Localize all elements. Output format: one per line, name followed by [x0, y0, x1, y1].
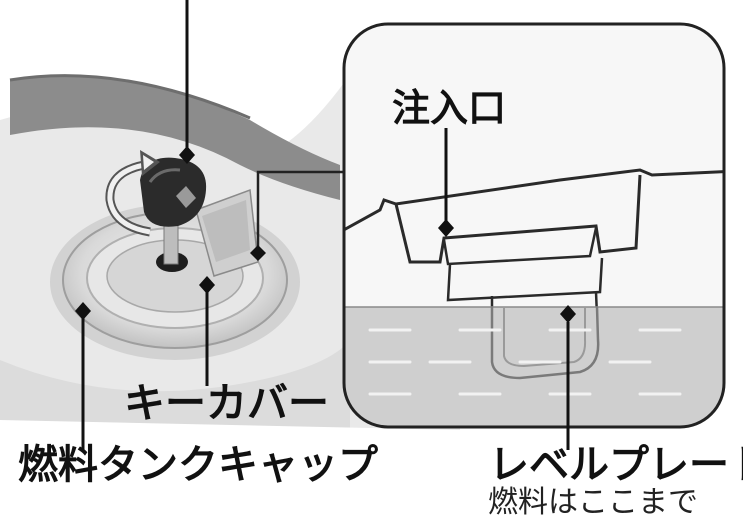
leader-level-plate [560, 305, 576, 450]
level-plate-label: レベルプレート [489, 442, 743, 488]
key-cover-label: キーカバー [124, 379, 329, 427]
rotation-arrow-icon [105, 150, 160, 237]
connector-marker [250, 245, 266, 261]
key-cover-shape [195, 188, 259, 277]
leader-key-top [179, 0, 195, 164]
leader-key-cover [199, 276, 215, 386]
leader-filler-inlet [438, 128, 454, 237]
ignition-key-shape [140, 157, 207, 265]
fuel-tank-cap-label: 燃料タンクキャップ [18, 442, 378, 488]
level-plate-note: 燃料はここまで [488, 485, 698, 520]
filler-inlet-label: 注入口 [392, 86, 507, 130]
inset-connector-line [256, 170, 344, 252]
inset-panel [342, 22, 726, 429]
leader-fuel-tank-cap [75, 302, 91, 450]
